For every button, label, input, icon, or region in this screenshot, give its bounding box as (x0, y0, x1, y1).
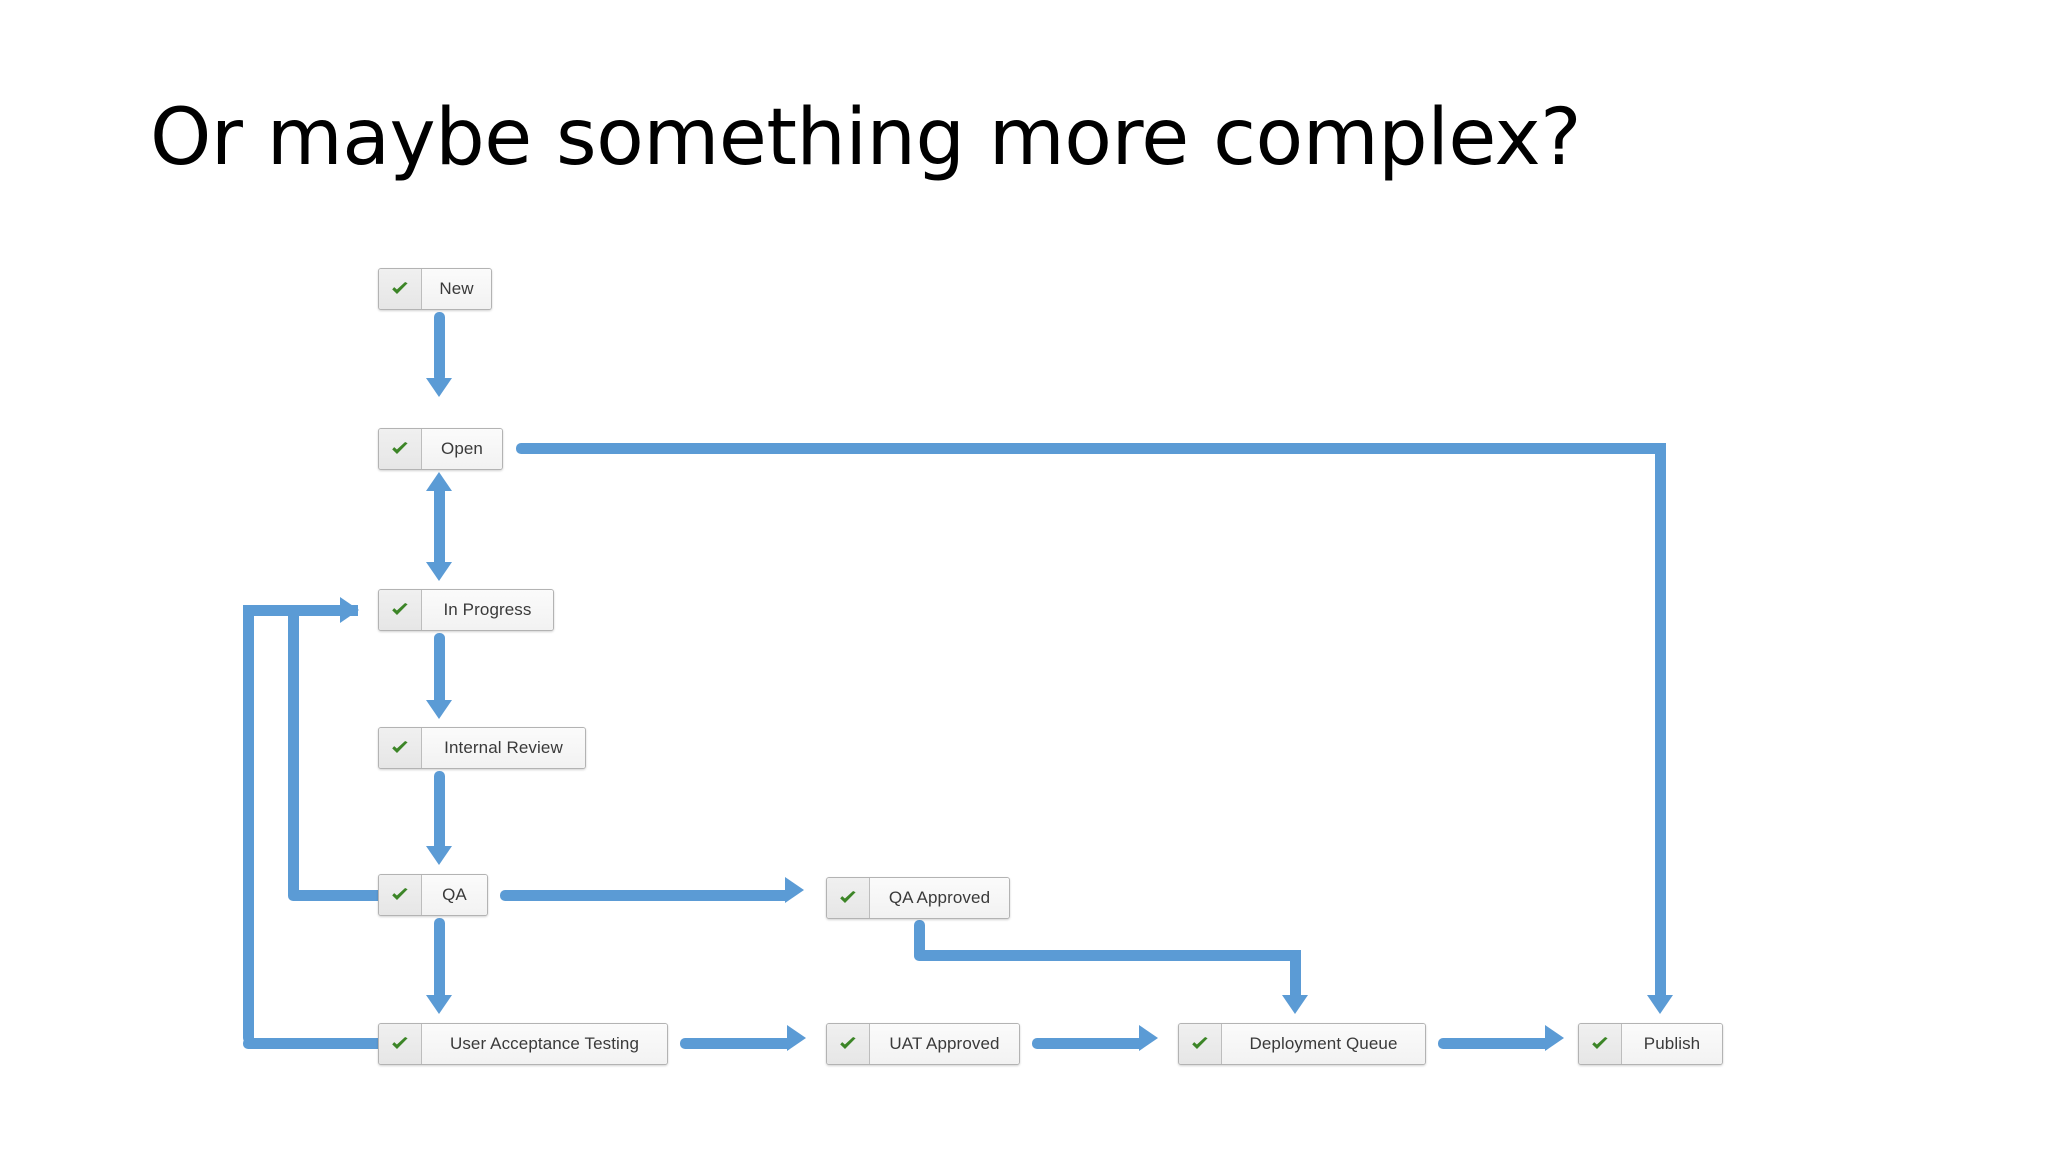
edge-qaapproved-elbow-v2 (1290, 950, 1301, 1000)
edge-open-inprogress-line (434, 487, 445, 569)
node-new[interactable]: New (378, 268, 492, 310)
node-publish-label: Publish (1622, 1024, 1722, 1064)
node-publish[interactable]: Publish (1578, 1023, 1723, 1065)
edge-qa-to-qaapproved-arrowhead (785, 877, 804, 903)
edge-inprogress-to-review-arrowhead (426, 700, 452, 719)
edge-uatapproved-to-deploy-line (1032, 1038, 1144, 1049)
edge-uat-loopback-h-top (243, 605, 358, 616)
node-in-progress[interactable]: In Progress (378, 589, 554, 631)
edge-open-to-inprogress-arrowhead (426, 562, 452, 581)
node-deployment-queue[interactable]: Deployment Queue (1178, 1023, 1426, 1065)
edge-uat-to-uatapproved-arrowhead (787, 1025, 806, 1051)
edge-review-to-qa-line (434, 771, 445, 851)
green-check-icon (379, 429, 422, 469)
node-internal-review-label: Internal Review (422, 728, 585, 768)
green-check-icon (379, 875, 422, 915)
edge-uatapproved-to-deploy-arrowhead (1139, 1025, 1158, 1051)
edge-qa-to-qaapproved-line (500, 890, 790, 901)
edge-open-to-publish-h (516, 443, 1666, 454)
node-qa-approved-label: QA Approved (870, 878, 1009, 918)
node-open[interactable]: Open (378, 428, 503, 470)
node-qa-approved[interactable]: QA Approved (826, 877, 1010, 919)
green-check-icon (379, 269, 422, 309)
node-user-acceptance-testing-label: User Acceptance Testing (422, 1024, 667, 1064)
edge-qa-loopback-h-bottom (288, 890, 388, 901)
node-in-progress-label: In Progress (422, 590, 553, 630)
green-check-icon (827, 878, 870, 918)
edge-uat-loopback-v (243, 605, 254, 1043)
green-check-icon (1179, 1024, 1222, 1064)
node-new-label: New (422, 269, 491, 309)
edge-inprogress-to-open-arrowhead (426, 472, 452, 491)
edge-deploy-to-publish-line (1438, 1038, 1550, 1049)
node-uat-approved-label: UAT Approved (870, 1024, 1019, 1064)
edge-qaapproved-elbow-h (914, 950, 1301, 961)
node-user-acceptance-testing[interactable]: User Acceptance Testing (378, 1023, 668, 1065)
edge-qa-loopback-v (288, 605, 299, 895)
edge-qaapproved-to-deploy-arrowhead (1282, 995, 1308, 1014)
green-check-icon (379, 728, 422, 768)
node-uat-approved[interactable]: UAT Approved (826, 1023, 1020, 1065)
edge-qaapproved-elbow-v1 (914, 920, 925, 960)
node-internal-review[interactable]: Internal Review (378, 727, 586, 769)
edge-review-to-qa-arrowhead (426, 846, 452, 865)
edge-new-to-open-line (434, 312, 445, 382)
edge-uat-to-uatapproved-line (680, 1038, 792, 1049)
node-open-label: Open (422, 429, 502, 469)
edge-deploy-to-publish-arrowhead (1545, 1025, 1564, 1051)
edge-qa-to-uat-arrowhead (426, 995, 452, 1014)
node-deployment-queue-label: Deployment Queue (1222, 1024, 1425, 1064)
edge-open-to-publish-arrowhead (1647, 995, 1673, 1014)
edge-inprogress-to-review-line (434, 633, 445, 705)
edge-new-to-open-arrowhead (426, 378, 452, 397)
page-title: Or maybe something more complex? (150, 93, 1582, 183)
node-qa-label: QA (422, 875, 487, 915)
green-check-icon (379, 590, 422, 630)
node-qa[interactable]: QA (378, 874, 488, 916)
green-check-icon (1579, 1024, 1622, 1064)
edge-open-to-publish-v (1655, 443, 1666, 1000)
green-check-icon (827, 1024, 870, 1064)
edge-qa-to-uat-line (434, 918, 445, 1000)
edge-uat-loopback-h-bottom (243, 1038, 388, 1049)
edge-loopback-to-inprogress-arrowhead (340, 597, 359, 623)
green-check-icon (379, 1024, 422, 1064)
